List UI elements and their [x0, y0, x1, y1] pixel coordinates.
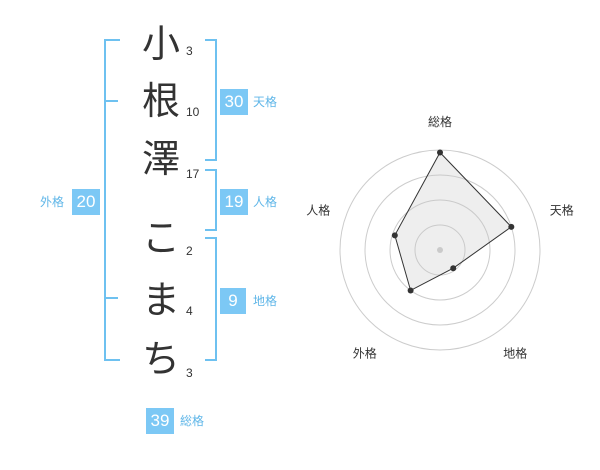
jinkaku-label: 人格: [253, 195, 278, 209]
radar-axis-label-3: 地格: [503, 346, 527, 361]
name-char-5: ま: [141, 278, 180, 322]
chikaku-bracket: [205, 237, 217, 361]
jinkaku-value: 19: [220, 189, 248, 215]
stroke-count-5: 4: [186, 304, 193, 318]
chikaku-value: 9: [220, 288, 246, 314]
gaikaku-value: 20: [72, 189, 100, 215]
chikaku-label: 地格: [253, 294, 278, 308]
radar-axis-label-1: 総格: [428, 114, 452, 129]
radar-ring: [389, 199, 491, 301]
stroke-count-3: 17: [186, 167, 200, 181]
radar-point-2: [508, 223, 515, 230]
jinkaku-bracket: [205, 169, 217, 231]
stroke-count-2: 10: [186, 105, 200, 119]
gaikaku-bracket: [104, 39, 120, 361]
name-char-3: 澤: [141, 137, 180, 181]
radar-point-1: [437, 149, 443, 156]
name-char-6: ち: [141, 337, 180, 381]
stroke-count-4: 2: [186, 244, 193, 258]
bracket-tick: [104, 297, 118, 299]
tenkaku-value: 30: [220, 89, 248, 115]
radar-center: [437, 247, 443, 253]
tenkaku-label: 天格: [253, 95, 278, 109]
bracket-tick: [104, 100, 118, 102]
name-char-2: 根: [141, 79, 180, 123]
radar-axis-label-5: 人格: [306, 202, 330, 217]
radar-point-5: [391, 232, 398, 239]
radar-point-3: [450, 265, 457, 272]
soukaku-label: 総格: [180, 414, 205, 428]
tenkaku-bracket: [205, 39, 217, 161]
radar-axis-label-4: 外格: [353, 346, 377, 361]
stroke-count-1: 3: [186, 44, 193, 58]
radar-point-4: [407, 287, 414, 294]
gaikaku-label: 外格: [40, 195, 65, 209]
stroke-count-6: 3: [186, 366, 193, 380]
radar-axis-label-2: 天格: [550, 202, 574, 217]
name-char-4: こ: [141, 216, 180, 260]
soukaku-value: 39: [146, 408, 174, 434]
radar-ring: [364, 174, 516, 326]
name-char-1: 小: [141, 22, 180, 66]
radar-series-area: [394, 151, 513, 292]
